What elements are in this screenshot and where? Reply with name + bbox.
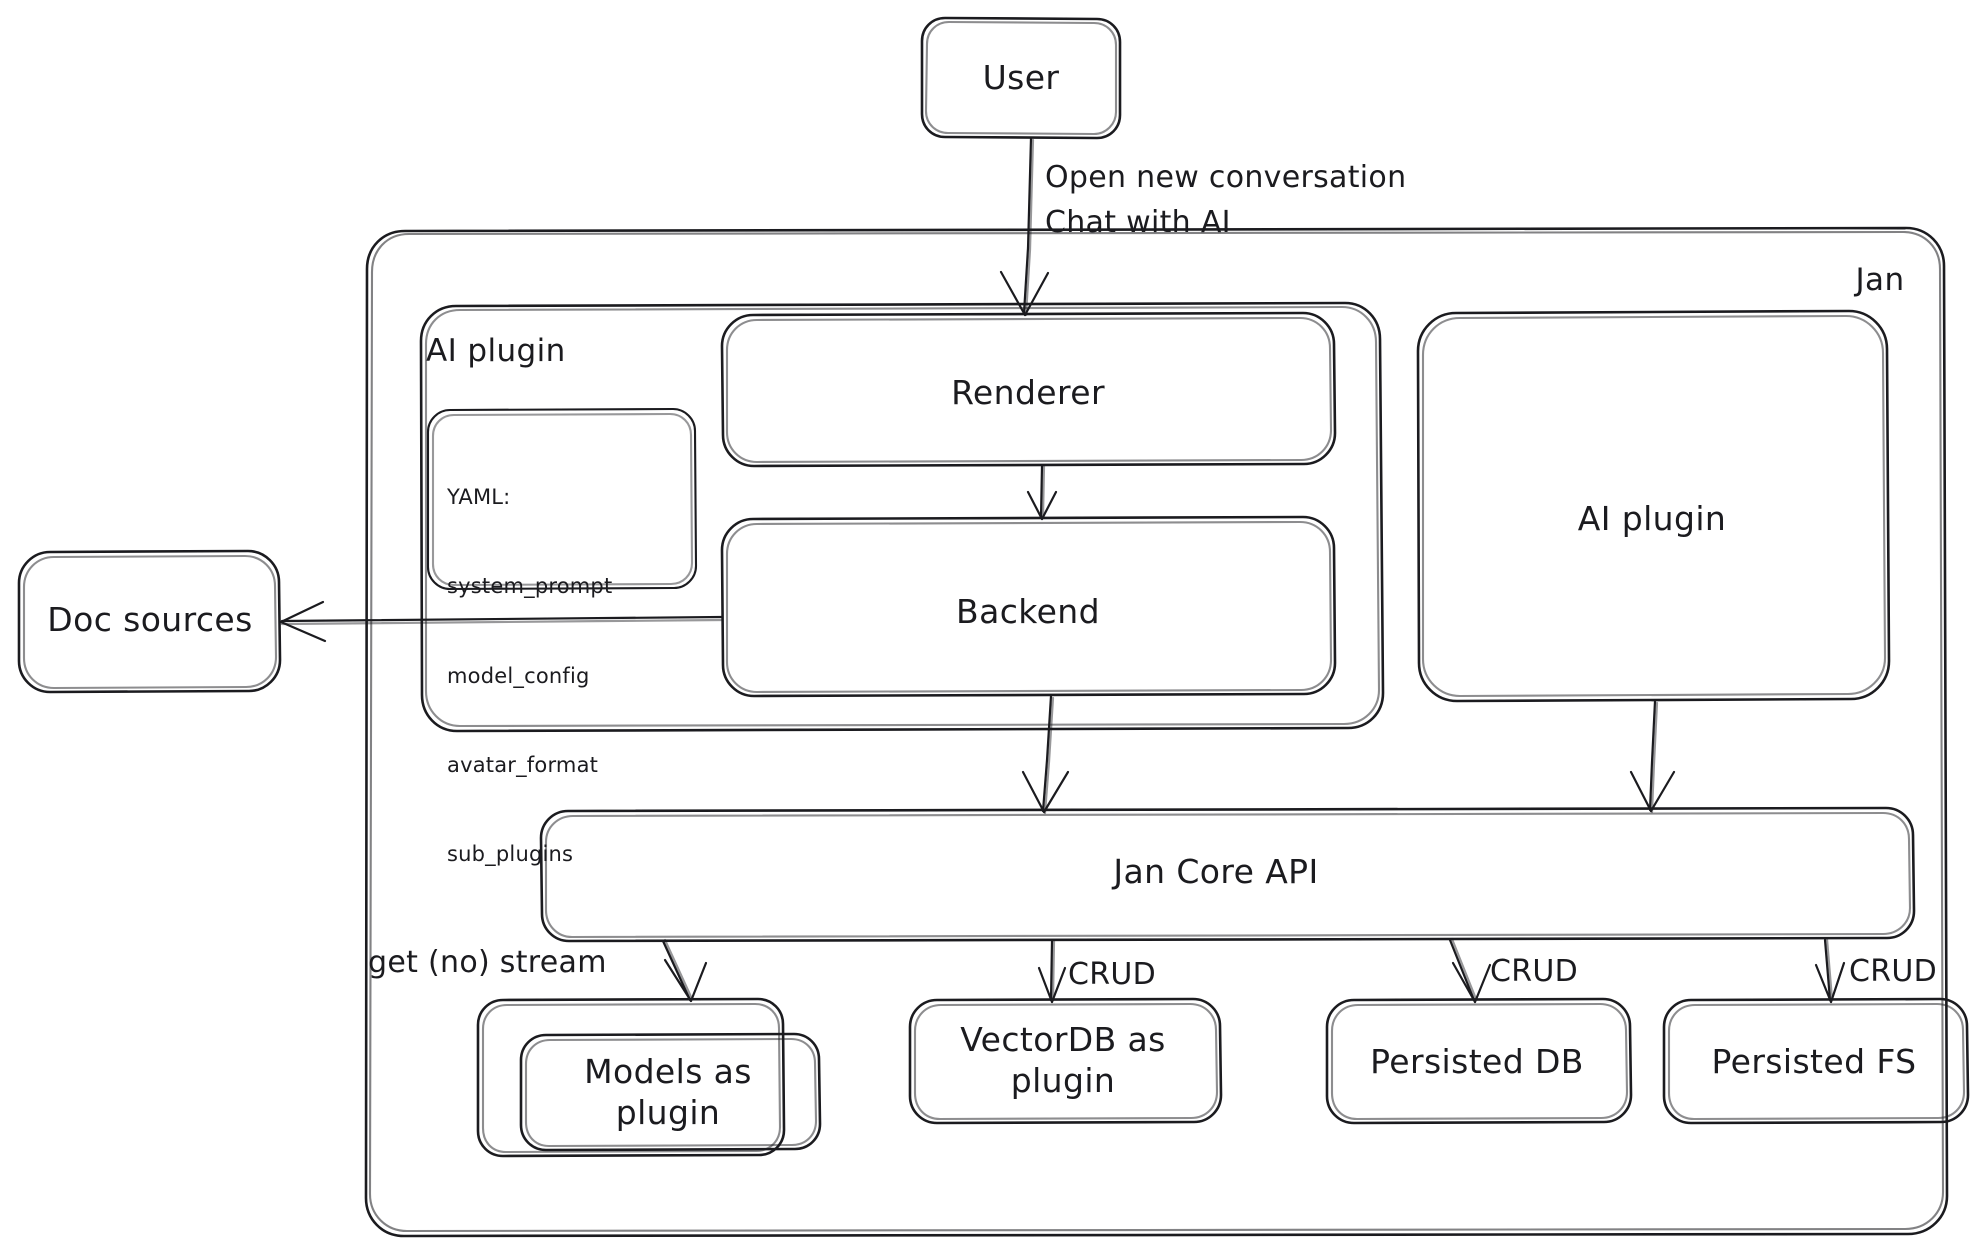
arrow-ai-plugin-to-core-api [1629,699,1676,814]
jan-core-api-box-shape [539,806,1916,943]
vectordb-as-plugin-box-shape [908,997,1223,1125]
backend-box-shape [720,515,1337,698]
arrow-core-api-to-models [661,938,708,1003]
renderer-box-shape [720,311,1337,468]
arrow-core-api-to-vectordb [1037,939,1067,1004]
arrow-user-to-renderer [999,136,1050,317]
jan-container-shape [364,226,1949,1238]
arrow-backend-to-core-api [1021,694,1070,815]
persisted-fs-box-shape [1662,997,1970,1125]
arrow-core-api-to-persisted-db [1448,937,1492,1004]
arrow-renderer-to-backend [1026,464,1058,521]
arrow-core-api-to-persisted-fs [1814,937,1846,1004]
user-box-shape [920,16,1122,140]
ai-plugin-group-shape [419,301,1385,733]
arrow-backend-to-doc-sources [279,600,724,643]
ai-plugin-box-shape [1416,309,1891,703]
doc-sources-box-shape [17,549,282,694]
models-as-plugin-box-shape [476,997,822,1158]
persisted-db-box-shape [1325,997,1633,1125]
yaml-card-shape [426,407,698,591]
